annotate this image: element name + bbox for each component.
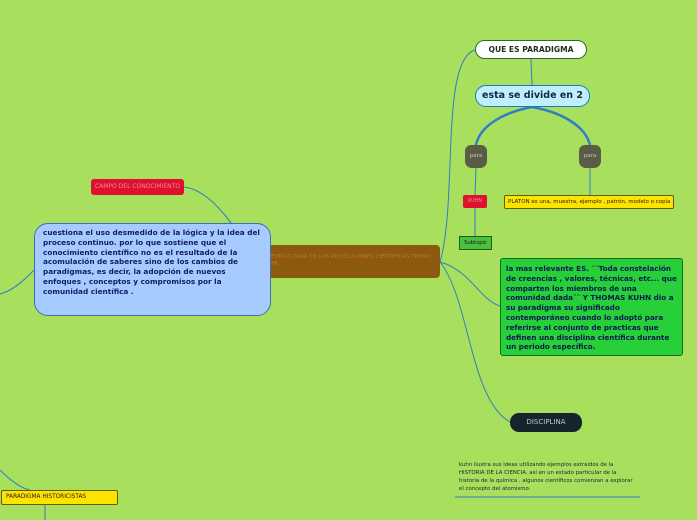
cuestiona-node[interactable]: cuestiona el uso desmedido de la lógica … <box>34 223 271 316</box>
platon-node[interactable]: PLATON es una, muestra, ejemplo , patrón… <box>504 195 674 209</box>
link-para1-kuhn <box>474 167 477 196</box>
kuhn-node[interactable]: KUHN <box>463 195 487 208</box>
paradigma-historicistas-node[interactable]: PARADIGMA HISTORICISTAS <box>1 490 118 505</box>
link-cuestiona-left <box>0 269 35 295</box>
link-divide-para2 <box>531 105 592 146</box>
subtopic-node[interactable]: Subtopic <box>459 236 492 250</box>
para-left-label: para <box>469 153 483 159</box>
platon-label: PLATON es una, muestra, ejemplo , patrón… <box>508 199 671 205</box>
kuhn-label: KUHN <box>467 198 483 204</box>
disciplina-label: DISCIPLINA <box>526 418 566 426</box>
disciplina-node[interactable]: DISCIPLINA <box>510 413 582 432</box>
divide-node[interactable]: esta se divide en 2 <box>475 85 590 107</box>
que-es-paradigma-label: QUE ES PARADIGMA <box>488 45 574 54</box>
divide-label: esta se divide en 2 <box>482 90 583 101</box>
para-node-right[interactable]: para <box>579 145 601 168</box>
link-que-divide <box>530 58 533 86</box>
paradigma-historicistas-label: PARADIGMA HISTORICISTAS <box>6 494 87 500</box>
campo-conocimiento-label: CAMPO DEL CONOCIMIENTO <box>94 183 181 190</box>
central-topic-label: LA ESTRUCTURA DE LAS REVOLUCIONES CIENTI… <box>262 254 431 267</box>
kuhn-ilustra-text: kuhn ilustra sus ideas utilizando ejempl… <box>459 462 633 493</box>
para-right-label: para <box>583 153 597 159</box>
link-central-disciplina <box>439 261 511 423</box>
link-central-que <box>439 49 476 263</box>
central-topic[interactable]: LA ESTRUCTURA DE LAS REVOLUCIONES CIENTI… <box>257 245 440 278</box>
link-divide-para1 <box>474 105 533 146</box>
mas-relevante-node[interactable]: la mas relevante ES. ¨¨Toda constelación… <box>500 258 683 356</box>
subtopic-label: Subtopic <box>464 240 487 246</box>
link-bottom-left <box>0 469 31 491</box>
campo-conocimiento-node[interactable]: CAMPO DEL CONOCIMIENTO <box>91 179 184 195</box>
kuhn-ilustra-node[interactable]: kuhn ilustra sus ideas utilizando ejempl… <box>459 461 634 497</box>
link-central-mas <box>439 261 501 307</box>
que-es-paradigma-node[interactable]: QUE ES PARADIGMA <box>475 40 587 59</box>
para-node-left[interactable]: para <box>465 145 487 168</box>
mas-relevante-text: la mas relevante ES. ¨¨Toda constelación… <box>506 264 677 352</box>
cuestiona-text: cuestiona el uso desmedido de la lógica … <box>43 228 260 296</box>
